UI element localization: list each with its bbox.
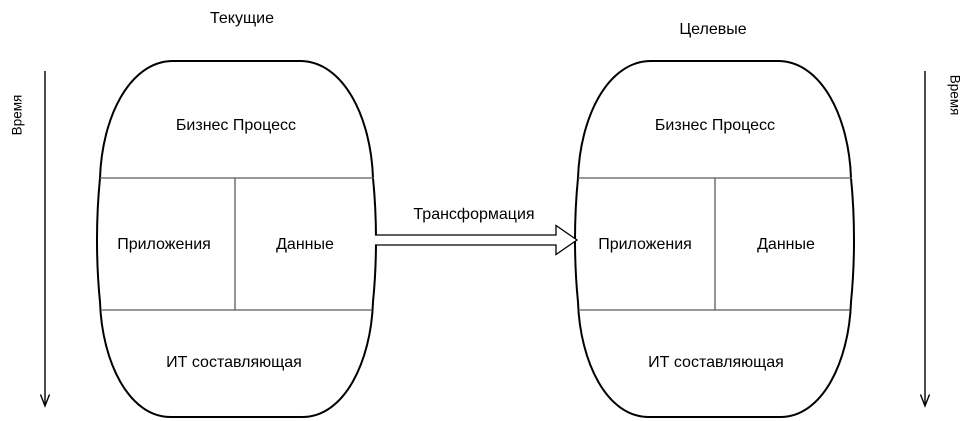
current-data-label: Данные bbox=[276, 236, 334, 253]
target-applications-label: Приложения bbox=[598, 236, 692, 253]
target-data-label: Данные bbox=[757, 236, 815, 253]
current-group-title: Текущие bbox=[210, 10, 274, 27]
left-time-axis-arrow-down-icon bbox=[39, 394, 51, 408]
current-architecture-group: Текущие Бизнес Процесс Приложения Данные… bbox=[95, 10, 378, 419]
target-architecture-group: Целевые Бизнес Процесс Приложения Данные… bbox=[573, 21, 856, 419]
right-time-axis-arrow-down-icon bbox=[919, 394, 931, 408]
transformation-connector: Трансформация bbox=[375, 206, 579, 256]
current-it-component-label: ИТ составляющая bbox=[166, 354, 302, 371]
target-it-component-label: ИТ составляющая bbox=[648, 354, 784, 371]
right-time-axis-label: Время bbox=[947, 75, 962, 116]
right-time-axis: Время bbox=[919, 71, 962, 408]
current-applications-label: Приложения bbox=[117, 236, 211, 253]
target-group-title: Целевые bbox=[679, 21, 746, 38]
transformation-arrow-label: Трансформация bbox=[413, 206, 534, 223]
left-time-axis: Время bbox=[10, 71, 51, 408]
transformation-arrow-right-icon bbox=[375, 224, 579, 256]
left-time-axis-label: Время bbox=[10, 95, 25, 136]
current-business-process-label: Бизнес Процесс bbox=[176, 117, 296, 134]
target-business-process-label: Бизнес Процесс bbox=[655, 117, 775, 134]
